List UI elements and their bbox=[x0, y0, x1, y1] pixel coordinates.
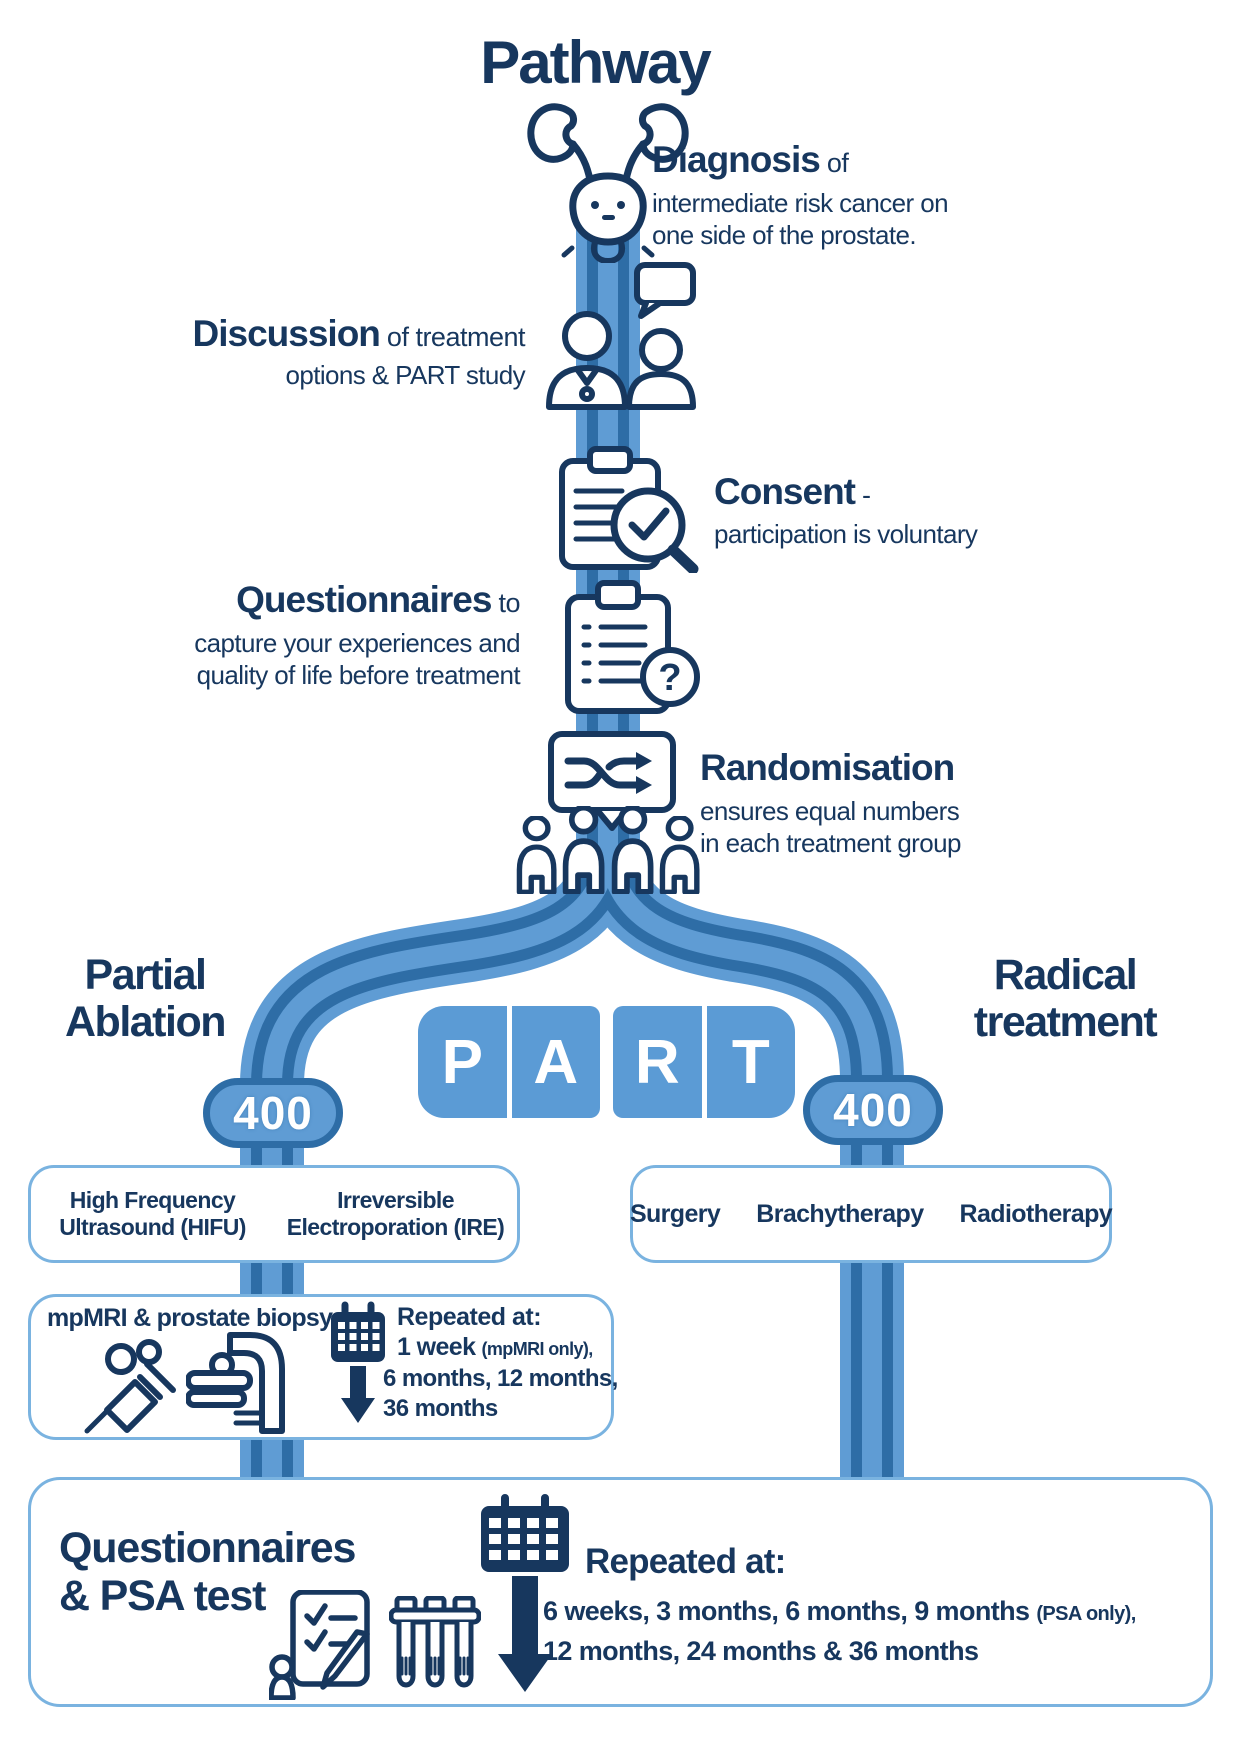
person-icon bbox=[659, 816, 700, 894]
mpmri-biopsy-panel: mpMRI & prostate biopsy bbox=[28, 1294, 618, 1440]
discussion-line2: options & PART study bbox=[285, 360, 526, 391]
questionnaires-line1: capture your experiences and bbox=[194, 628, 520, 659]
diagnosis-heading: Diagnosis of bbox=[652, 139, 849, 180]
right-arm-count-badge: 400 bbox=[803, 1075, 943, 1145]
followup-repeated-label: Repeated at: bbox=[585, 1542, 786, 1581]
diagnosis-step: Diagnosis of intermediate risk cancer on… bbox=[652, 138, 949, 252]
mpmri-panel-title: mpMRI & prostate biopsy bbox=[47, 1304, 333, 1332]
followup-schedule-line1: 6 weeks, 3 months, 6 months, 9 months (P… bbox=[543, 1596, 1136, 1626]
treatment-hifu: High Frequency Ultrasound (HIFU) bbox=[59, 1186, 246, 1240]
questionnaires-line2: quality of life before treatment bbox=[196, 660, 521, 691]
mri-scanner-icon bbox=[186, 1332, 285, 1434]
logo-divider bbox=[701, 1006, 707, 1118]
page-title: Pathway bbox=[480, 29, 711, 96]
calendar-arrow-icon bbox=[481, 1494, 569, 1692]
diagnosis-line2: one side of the prostate. bbox=[652, 220, 917, 251]
consent-heading: Consent - bbox=[714, 471, 871, 512]
part-logo-letter: A bbox=[533, 1027, 579, 1097]
mpmri-schedule-line3: 36 months bbox=[383, 1394, 498, 1422]
doctor-patient-icon bbox=[546, 262, 696, 410]
randomised-people-icons bbox=[516, 806, 700, 894]
part-logo-box-rt: R T bbox=[613, 1006, 795, 1118]
questionnaire-clipboard-icon: ? bbox=[565, 580, 700, 714]
radical-treatments-box: Surgery Brachytherapy Radiotherapy bbox=[629, 1165, 1113, 1263]
person-icon bbox=[563, 806, 605, 894]
treatment-radiotherapy: Radiotherapy bbox=[959, 1199, 1113, 1228]
randomisation-shuffle-icon bbox=[548, 731, 676, 831]
discussion-step: Discussion of treatment options & PART s… bbox=[95, 312, 526, 392]
followup-panel-title: Questionnaires & PSA test bbox=[59, 1524, 356, 1621]
part-logo-box-pa: P A bbox=[418, 1006, 600, 1118]
questionnaires-step: Questionnaires to capture your experienc… bbox=[90, 578, 520, 692]
followup-panel: Questionnaires & PSA test bbox=[28, 1477, 1213, 1707]
person-icon bbox=[516, 816, 557, 894]
treatment-brachytherapy: Brachytherapy bbox=[756, 1199, 924, 1228]
randomisation-line1: ensures equal numbers bbox=[700, 796, 960, 827]
discussion-heading: Discussion of treatment bbox=[192, 313, 526, 354]
test-tubes-icon bbox=[389, 1596, 481, 1688]
consent-step: Consent - participation is voluntary bbox=[714, 470, 978, 551]
questionnaires-heading: Questionnaires to bbox=[236, 579, 520, 620]
part-logo-letter: T bbox=[731, 1027, 770, 1097]
partial-ablation-label: Partial Ablation bbox=[65, 951, 226, 1047]
calendar-arrow-icon bbox=[331, 1301, 385, 1423]
left-arm-count-badge: 400 bbox=[203, 1078, 343, 1148]
part-logo-letter: P bbox=[441, 1027, 483, 1097]
prostate-kidneys-icon bbox=[527, 103, 689, 263]
part-logo-letter: R bbox=[634, 1027, 680, 1097]
svg-text:?: ? bbox=[658, 657, 681, 699]
treatment-ire: Irreversible Electroporation (IRE) bbox=[286, 1186, 505, 1240]
consent-clipboard-icon bbox=[559, 446, 699, 573]
randomisation-step: Randomisation ensures equal numbers in e… bbox=[700, 746, 961, 860]
radical-treatment-label: Radical treatment bbox=[973, 951, 1158, 1047]
mpmri-schedule: Repeated at: 1 week (mpMRI only), 6 mont… bbox=[383, 1303, 618, 1424]
followup-schedule-line2: 12 months, 24 months & 36 months bbox=[543, 1636, 979, 1666]
mpmri-schedule-line1: 1 week (mpMRI only), bbox=[397, 1333, 593, 1361]
diagnosis-line1: intermediate risk cancer on bbox=[652, 188, 949, 219]
person-icon bbox=[611, 806, 653, 894]
part-study-logo: P A R T bbox=[418, 1006, 795, 1118]
mpmri-schedule-line2: 6 months, 12 months, bbox=[383, 1364, 618, 1392]
consent-line2: participation is voluntary bbox=[714, 519, 978, 550]
randomisation-line2: in each treatment group bbox=[700, 828, 961, 859]
checklist-pencil-icon bbox=[269, 1590, 370, 1700]
randomisation-heading: Randomisation bbox=[700, 747, 955, 788]
partial-ablation-treatments-box: High Frequency Ultrasound (HIFU) Irrever… bbox=[28, 1165, 520, 1263]
mpmri-repeated-label: Repeated at: bbox=[397, 1303, 542, 1331]
biopsy-syringe-icon bbox=[84, 1339, 176, 1434]
treatment-surgery: Surgery bbox=[629, 1199, 721, 1228]
logo-divider bbox=[506, 1006, 512, 1118]
